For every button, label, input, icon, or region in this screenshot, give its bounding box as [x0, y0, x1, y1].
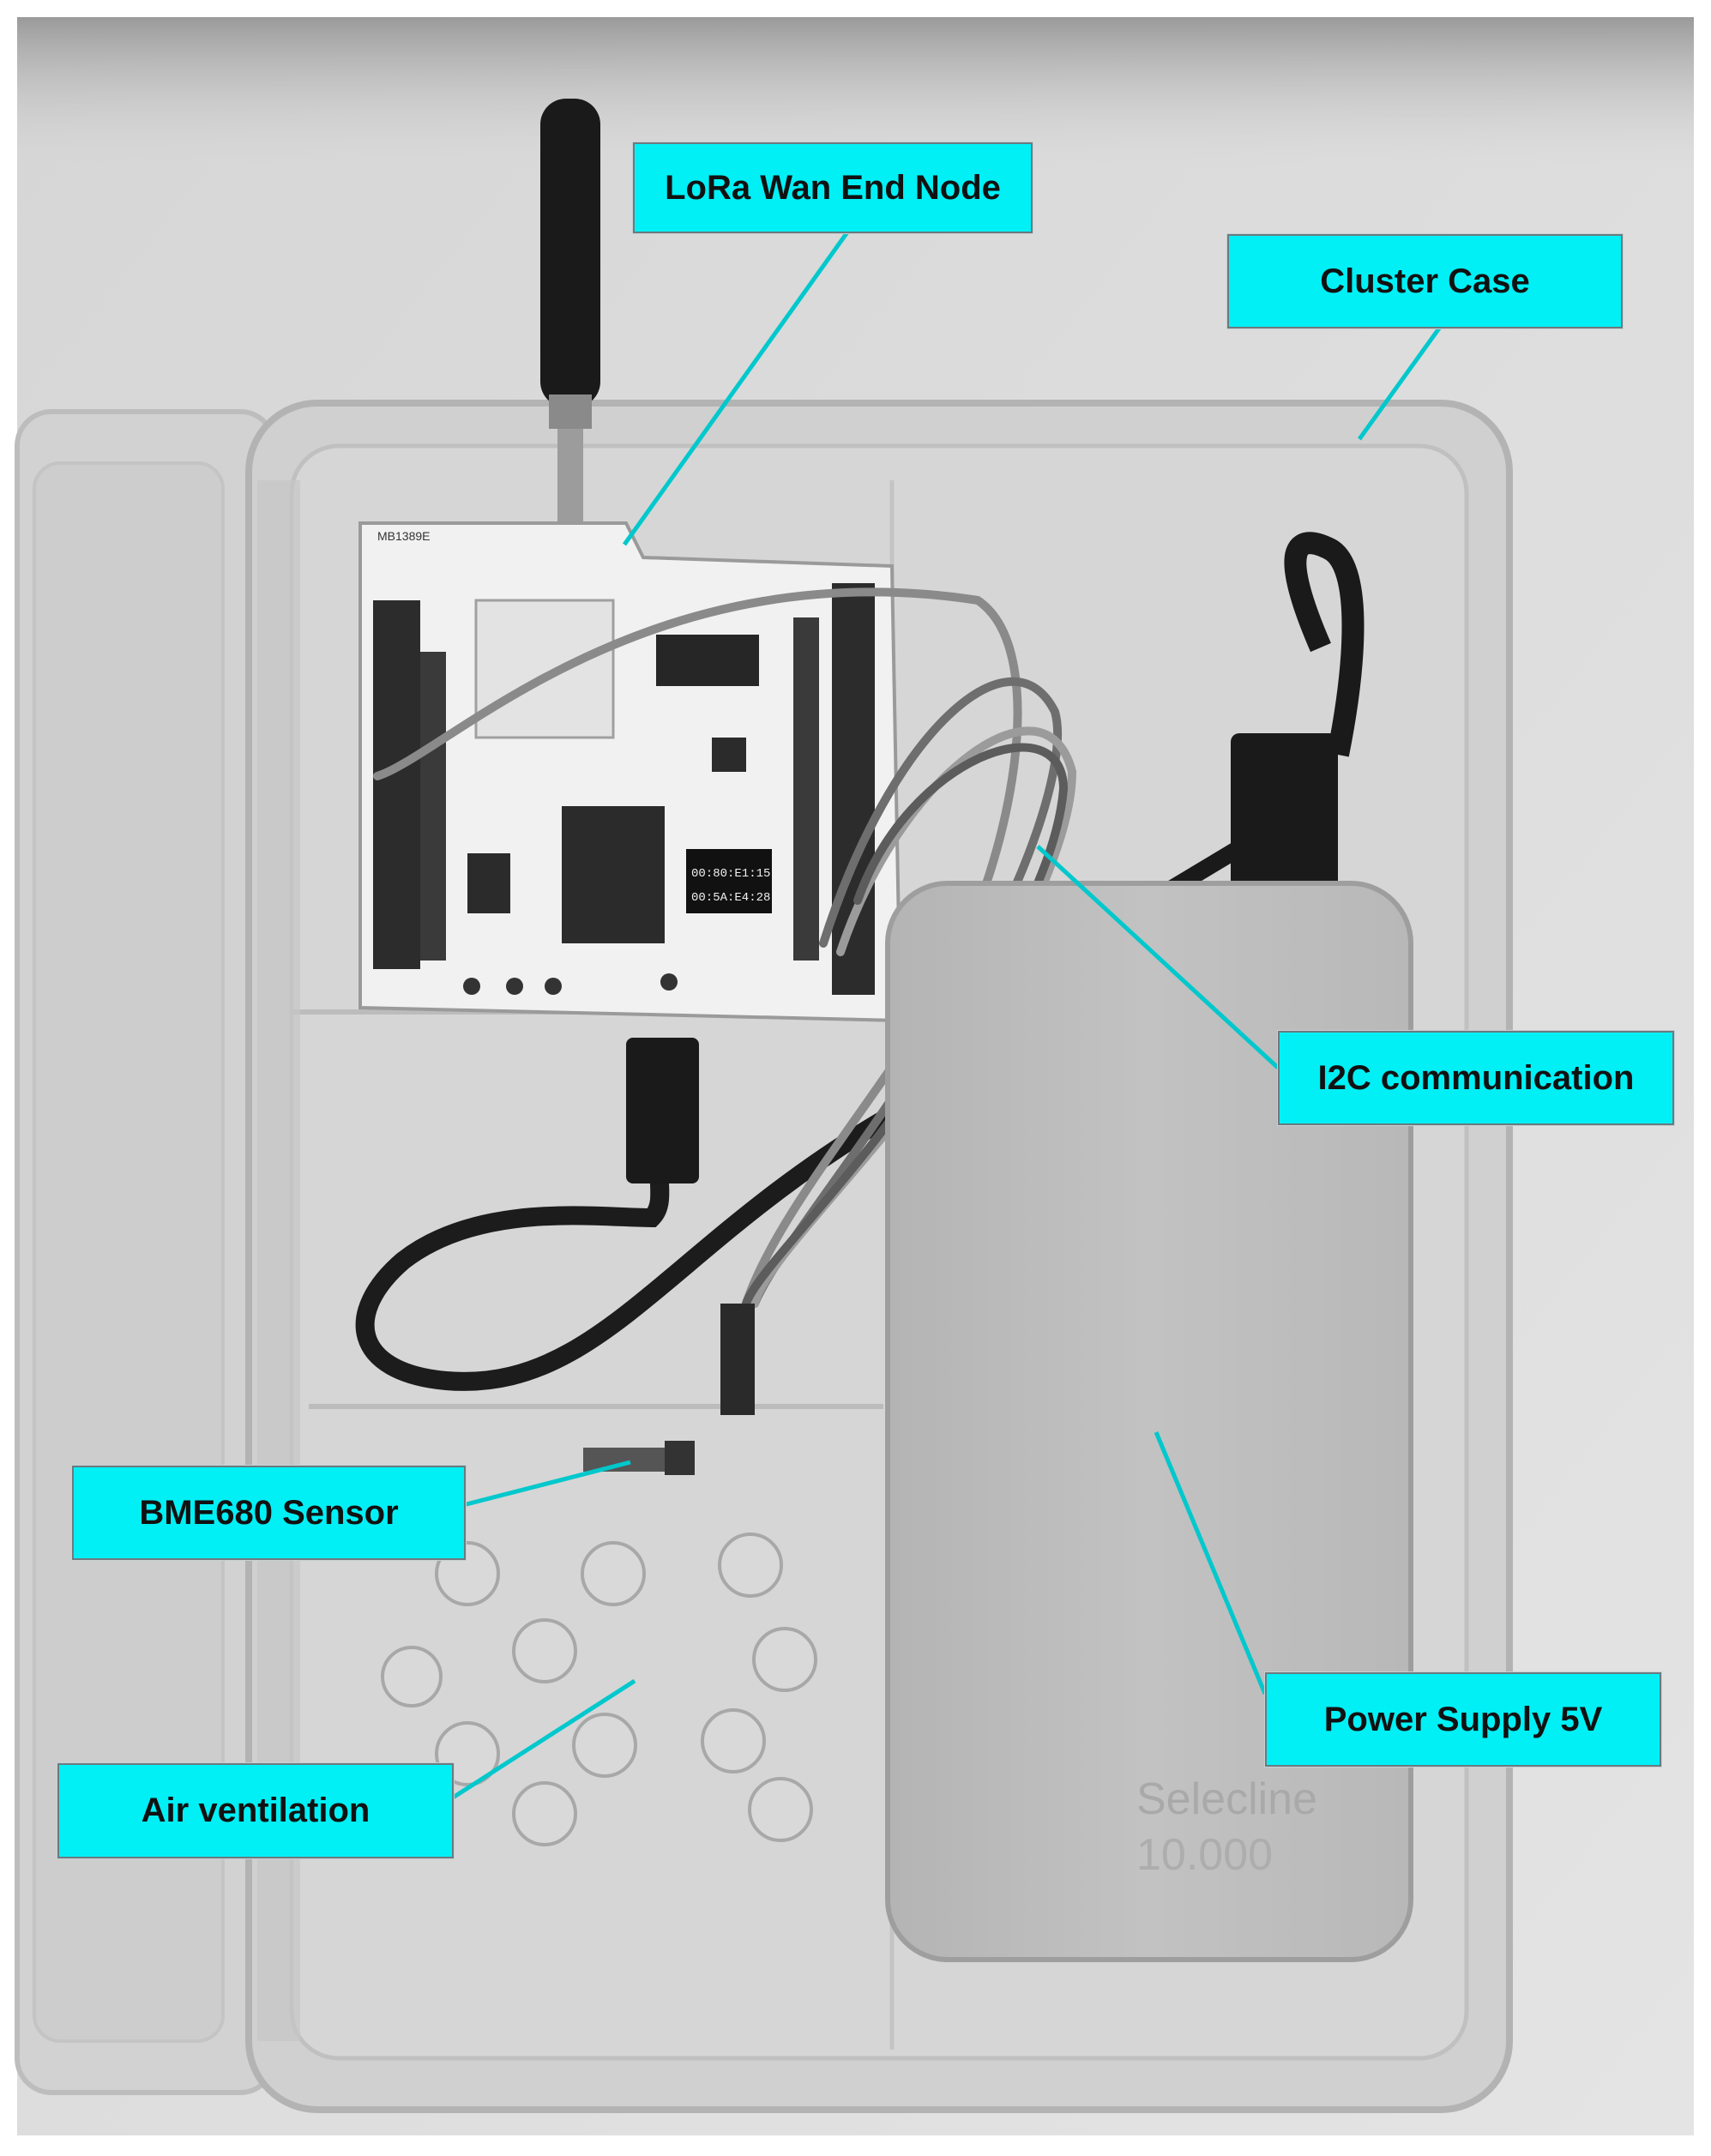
dupont-connector [720, 1304, 755, 1415]
callout-lora-wan-end-node: LoRa Wan End Node [633, 142, 1033, 233]
callout-air-ventilation: Air ventilation [57, 1763, 454, 1858]
leader-i2c [1036, 845, 1280, 1069]
power-bank-capacity: 10.000 [1136, 1830, 1273, 1880]
antenna [540, 99, 600, 540]
board-display-line1: 00:80:E1:15 [691, 867, 770, 881]
board-model-code: MB1389E [377, 529, 430, 543]
power-bank-brand: Selecline [1136, 1774, 1317, 1824]
leader-bme [462, 1460, 631, 1508]
leader-power [1154, 1431, 1268, 1695]
case-lid [15, 409, 277, 2095]
leader-cluster [1357, 324, 1443, 441]
callout-bme680-sensor: BME680 Sensor [72, 1466, 466, 1560]
usb-cable [355, 1080, 901, 1391]
callout-i2c-communication: I2C communication [1278, 1031, 1674, 1125]
bme680-sensor [583, 1441, 695, 1475]
callout-power-supply-5v: Power Supply 5V [1265, 1672, 1661, 1767]
board-display-line2: 00:5A:E4:28 [691, 891, 770, 905]
usb-connector-board [626, 1038, 699, 1183]
leader-lora [622, 228, 852, 546]
power-cable [1161, 532, 1365, 905]
callout-cluster-case: Cluster Case [1227, 234, 1623, 328]
lorawan-board: 00:80:E1:15 00:5A:E4:28 MB1389E [358, 521, 903, 1023]
leader-air [449, 1678, 636, 1802]
leader-lines [449, 228, 1443, 1802]
